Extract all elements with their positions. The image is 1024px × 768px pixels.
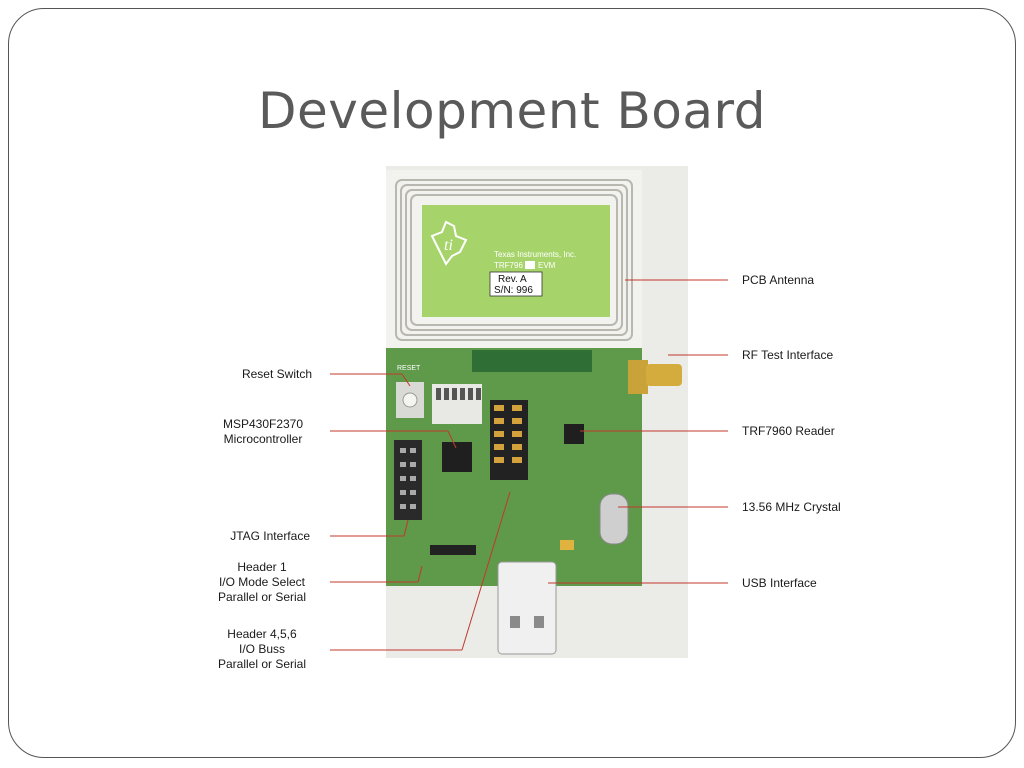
callout-header-1: Header 1 I/O Mode Select Parallel or Ser…	[206, 560, 318, 605]
callout-header-456-line3: Parallel or Serial	[217, 657, 307, 671]
silkscreen-rev: Rev. A	[498, 274, 527, 285]
jtag-pins	[400, 448, 416, 509]
callout-pcb-antenna: PCB Antenna	[742, 273, 815, 287]
svg-text:ti: ti	[444, 237, 453, 254]
callout-header-1-line2: I/O Mode Select	[218, 575, 306, 589]
silkscreen-model: TRF796	[494, 261, 523, 270]
header-block	[490, 400, 528, 480]
slide-title: Development Board	[258, 82, 766, 140]
callout-mcu-line1: MSP430F2370	[222, 417, 304, 431]
mcu-chip	[442, 442, 472, 472]
ti-logo-icon: ti	[430, 220, 468, 266]
callout-jtag-interface: JTAG Interface	[230, 529, 310, 543]
callout-header-456: Header 4,5,6 I/O Buss Parallel or Serial	[206, 627, 318, 672]
header-1	[430, 545, 476, 555]
callout-header-1-line1: Header 1	[237, 560, 287, 574]
callout-trf7960-reader: TRF7960 Reader	[742, 424, 835, 438]
sma-connector-body	[646, 364, 682, 386]
pcb-dark-band	[472, 350, 592, 372]
antenna-panel	[422, 205, 610, 317]
reset-switch-button	[402, 392, 418, 408]
smd-component	[560, 540, 574, 550]
silkscreen-reset: RESET	[397, 365, 421, 372]
crystal	[599, 493, 629, 545]
usb-pin-right	[534, 616, 544, 628]
callout-crystal: 13.56 MHz Crystal	[742, 500, 841, 514]
callout-header-456-line1: Header 4,5,6	[227, 627, 297, 641]
silkscreen-serial: S/N: 996	[494, 285, 533, 296]
usb-plug	[497, 561, 557, 655]
rev-label-box	[489, 271, 543, 297]
usb-pin-left	[510, 616, 520, 628]
model-label-sticker	[525, 261, 535, 269]
callout-rf-test-interface: RF Test Interface	[742, 348, 834, 362]
sma-connector	[628, 360, 648, 394]
header-pins	[494, 405, 522, 463]
dip-switch-levers	[436, 388, 481, 400]
antenna-coil	[395, 179, 633, 341]
leader-lines	[330, 279, 728, 651]
callout-reset-switch: Reset Switch	[241, 367, 312, 381]
callout-header-1-line3: Parallel or Serial	[217, 590, 307, 604]
callout-mcu-line2: Microcontroller	[223, 432, 303, 446]
callout-mcu: MSP430F2370 Microcontroller	[210, 417, 316, 447]
callout-header-456-line2: I/O Buss	[238, 642, 285, 656]
silkscreen-company: Texas Instruments, Inc.	[494, 250, 576, 259]
trf7960-chip	[564, 424, 584, 444]
callout-usb-interface: USB Interface	[742, 576, 817, 590]
silkscreen-model-suffix: EVM	[538, 261, 556, 270]
jtag-header	[394, 440, 422, 520]
